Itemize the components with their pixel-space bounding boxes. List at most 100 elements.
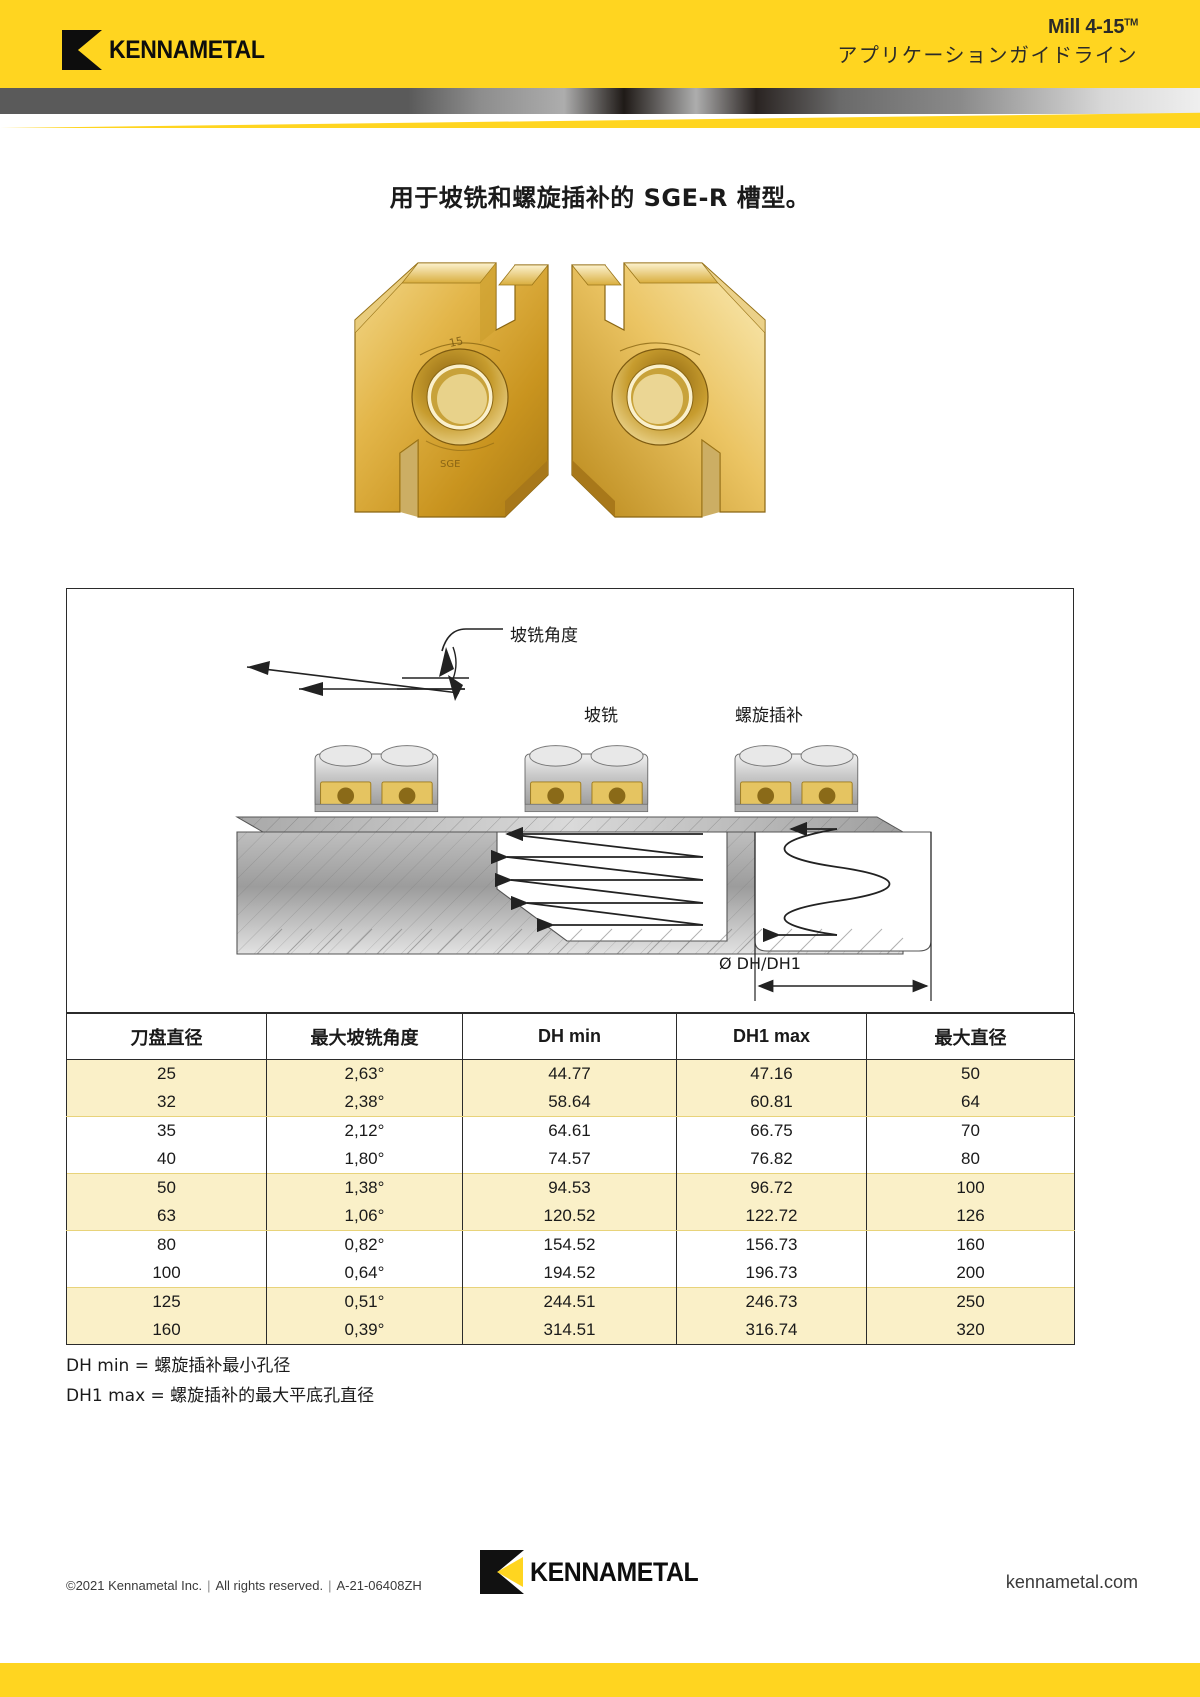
col-header-cutter-diameter: 刀盘直径 — [66, 1013, 267, 1060]
cell-dh-min: 154.52 — [462, 1230, 677, 1259]
cutter-head-left — [314, 745, 439, 813]
footer-brand-name: KENNAMETAL — [530, 1556, 699, 1587]
cell-cutter-diameter: 25 — [66, 1059, 267, 1088]
helical-toolpath — [762, 821, 891, 943]
diagram-label-diameter: Ø DH/DH1 — [719, 954, 801, 973]
table-row: 40 1,80° 74.57 76.82 80 — [66, 1145, 1075, 1174]
table-row: 35 2,12° 64.61 66.75 70 — [66, 1116, 1075, 1145]
cell-dh-min: 58.64 — [462, 1088, 677, 1117]
cell-dh1-max: 246.73 — [676, 1287, 867, 1316]
specification-table: 刀盘直径 最大坡铣角度 DH min DH1 max 最大直径 25 2,63°… — [66, 1013, 1075, 1345]
cell-max-diameter: 70 — [866, 1116, 1075, 1145]
cell-dh-min: 74.57 — [462, 1145, 677, 1174]
cell-dh1-max: 60.81 — [676, 1088, 867, 1117]
cell-max-diameter: 100 — [866, 1173, 1075, 1202]
table-body: 25 2,63° 44.77 47.16 50 32 2,38° 58.64 6… — [66, 1059, 1075, 1345]
cell-cutter-diameter: 100 — [66, 1259, 267, 1288]
cell-dh-min: 120.52 — [462, 1202, 677, 1231]
cell-max-diameter: 50 — [866, 1059, 1075, 1088]
footer-yellow-bar — [0, 1663, 1200, 1697]
page-footer: ©2021 Kennametal Inc. | All rights reserve… — [0, 1460, 1200, 1594]
diagram-label-ramping: 坡铣 — [584, 706, 618, 726]
cell-cutter-diameter: 35 — [66, 1116, 267, 1145]
cell-max-diameter: 320 — [866, 1316, 1075, 1345]
table-row: 25 2,63° 44.77 47.16 50 — [66, 1059, 1075, 1088]
table-header-row: 刀盘直径 最大坡铣角度 DH min DH1 max 最大直径 — [66, 1013, 1075, 1060]
copyright-text: ©2021 Kennametal Inc. — [66, 1578, 203, 1593]
footnote-dh-min: DH min = 螺旋插补最小孔径 — [66, 1356, 291, 1376]
cell-dh1-max: 47.16 — [676, 1059, 867, 1088]
header-subtitle: アプリケーションガイドライン — [837, 43, 1138, 67]
cell-cutter-diameter: 32 — [66, 1088, 267, 1117]
cell-max-ramp-angle: 2,38° — [266, 1088, 463, 1117]
cell-dh1-max: 96.72 — [676, 1173, 867, 1202]
cell-max-diameter: 64 — [866, 1088, 1075, 1117]
cell-max-ramp-angle: 0,64° — [266, 1259, 463, 1288]
kennametal-k-icon — [62, 30, 102, 70]
ramp-angle-callout — [246, 628, 503, 701]
cell-dh1-max: 66.75 — [676, 1116, 867, 1145]
col-header-max-diameter: 最大直径 — [866, 1013, 1075, 1060]
insert-photo: 15 SGE — [300, 225, 820, 555]
header-stripe-band — [0, 88, 1200, 114]
cell-dh1-max: 76.82 — [676, 1145, 867, 1174]
cell-dh-min: 314.51 — [462, 1316, 677, 1345]
insert-left: 15 SGE — [354, 262, 549, 518]
insert-right — [571, 262, 766, 518]
cell-max-ramp-angle: 0,82° — [266, 1230, 463, 1259]
product-title: Mill 4-15TM — [837, 16, 1138, 38]
rights-text: All rights reserved. — [215, 1578, 324, 1593]
cutter-head-ramping — [524, 745, 649, 813]
table-footnotes: DH min = 螺旋插补最小孔径 DH1 max = 螺旋插补的最大平底孔直径 — [66, 1352, 374, 1412]
cell-dh-min: 44.77 — [462, 1059, 677, 1088]
cell-dh1-max: 156.73 — [676, 1230, 867, 1259]
page-header: KENNAMETAL Mill 4-15TM アプリケーションガイドライン — [0, 0, 1200, 88]
trademark-symbol: TM — [1124, 17, 1138, 29]
footer-separator-2: | — [328, 1578, 332, 1593]
cell-dh1-max: 316.74 — [676, 1316, 867, 1345]
col-header-dh1-max: DH1 max — [676, 1013, 867, 1060]
svg-text:SGE: SGE — [440, 459, 460, 470]
table-row: 160 0,39° 314.51 316.74 320 — [66, 1316, 1075, 1345]
col-header-max-ramp-angle: 最大坡铣角度 — [266, 1013, 463, 1060]
page-title: 用于坡铣和螺旋插补的 SGE-R 槽型。 — [389, 184, 811, 212]
cell-max-diameter: 160 — [866, 1230, 1075, 1259]
cell-cutter-diameter: 160 — [66, 1316, 267, 1345]
ramping-toolpath — [490, 826, 704, 933]
cell-max-diameter: 250 — [866, 1287, 1075, 1316]
cell-cutter-diameter: 50 — [66, 1173, 267, 1202]
diagram-label-ramp-angle: 坡铣角度 — [510, 626, 578, 646]
cell-max-ramp-angle: 1,38° — [266, 1173, 463, 1202]
diameter-dimension — [754, 832, 932, 1001]
header-title-group: Mill 4-15TM アプリケーションガイドライン — [837, 16, 1138, 68]
cell-max-ramp-angle: 1,06° — [266, 1202, 463, 1231]
cell-cutter-diameter: 125 — [66, 1287, 267, 1316]
table-row: 80 0,82° 154.52 156.73 160 — [66, 1230, 1075, 1259]
footnote-dh1-max: DH1 max = 螺旋插补的最大平底孔直径 — [66, 1385, 375, 1406]
kennametal-k-icon — [480, 1550, 524, 1594]
table-row: 50 1,38° 94.53 96.72 100 — [66, 1173, 1075, 1202]
diagram-label-helical: 螺旋插补 — [735, 706, 803, 726]
footer-website: kennametal.com — [1005, 1572, 1138, 1592]
header-logo: KENNAMETAL — [62, 30, 278, 70]
cell-max-ramp-angle: 1,80° — [266, 1145, 463, 1174]
cell-max-ramp-angle: 0,51° — [266, 1287, 463, 1316]
cell-dh-min: 194.52 — [462, 1259, 677, 1288]
workpiece — [235, 816, 932, 955]
table-row: 32 2,38° 58.64 60.81 64 — [66, 1088, 1075, 1117]
table-row: 125 0,51° 244.51 246.73 250 — [66, 1287, 1075, 1316]
col-header-dh-min: DH min — [462, 1013, 677, 1060]
svg-text:15: 15 — [448, 334, 464, 350]
cell-max-diameter: 200 — [866, 1259, 1075, 1288]
cutter-head-helical — [734, 745, 859, 813]
cell-max-diameter: 126 — [866, 1202, 1075, 1231]
cell-cutter-diameter: 63 — [66, 1202, 267, 1231]
table-row: 63 1,06° 120.52 122.72 126 — [66, 1202, 1075, 1231]
footer-separator-1: | — [207, 1578, 211, 1593]
cell-dh-min: 94.53 — [462, 1173, 677, 1202]
cell-max-ramp-angle: 2,12° — [266, 1116, 463, 1145]
cell-max-ramp-angle: 2,63° — [266, 1059, 463, 1088]
table-row: 100 0,64° 194.52 196.73 200 — [66, 1259, 1075, 1288]
cell-dh-min: 64.61 — [462, 1116, 677, 1145]
